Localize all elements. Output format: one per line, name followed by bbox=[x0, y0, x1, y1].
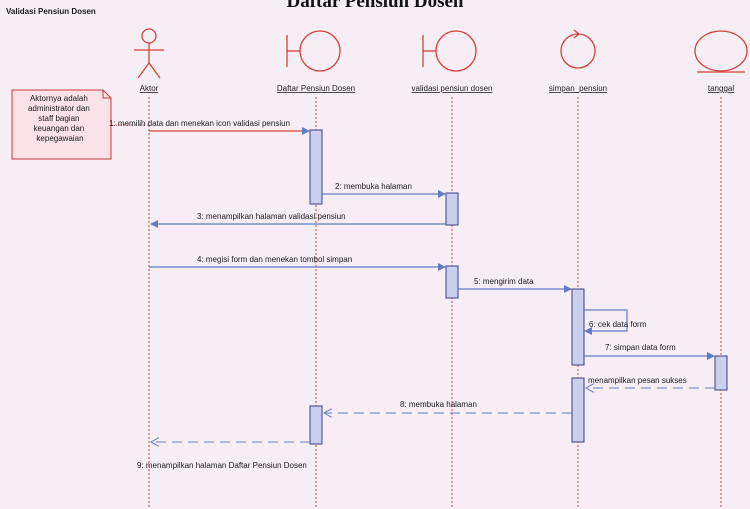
message-5: 5: mengirim data bbox=[458, 277, 572, 293]
message-9: 8: membuka halaman bbox=[324, 400, 572, 413]
activation-bar bbox=[445, 265, 459, 299]
lifeline-label-simpan: simpan_pensiun bbox=[549, 84, 607, 93]
message-label: menampilkan pesan sukses bbox=[588, 376, 687, 385]
message-10: 9: menampilkan halaman Daftar Pensiun Do… bbox=[137, 442, 310, 470]
message-8: menampilkan pesan sukses bbox=[586, 376, 715, 388]
message-label: 4: megisi form dan menekan tombol simpan bbox=[197, 255, 352, 264]
message-4: 4: megisi form dan menekan tombol simpan bbox=[149, 255, 446, 271]
lifeline-label-aktor: Aktor bbox=[140, 84, 159, 93]
message-label: 8: membuka halaman bbox=[400, 400, 477, 409]
boundary-icon bbox=[286, 30, 341, 72]
activation-bar bbox=[309, 405, 323, 445]
message-3: 3: menampilkan halaman validasi pensiun bbox=[150, 212, 446, 228]
actor-icon bbox=[134, 28, 164, 79]
message-6: 6: cek data form bbox=[584, 309, 647, 335]
lifelines bbox=[148, 97, 722, 509]
message-label: 3: menampilkan halaman validasi pensiun bbox=[197, 212, 346, 221]
activation-bar bbox=[571, 288, 585, 366]
message-label: 5: mengirim data bbox=[474, 277, 534, 286]
control-icon bbox=[560, 29, 596, 69]
activation-bar bbox=[571, 377, 585, 443]
message-2: 2: membuka halaman bbox=[322, 182, 446, 198]
activation-bar bbox=[309, 129, 323, 205]
message-label: 7: simpan data form bbox=[605, 343, 676, 352]
lifeline-label-validasi: validasi pensiun dosen bbox=[412, 84, 493, 93]
message-label: 2: membuka halaman bbox=[335, 182, 412, 191]
activations bbox=[309, 129, 728, 445]
message-1: 1: memilih data dan menekan icon validas… bbox=[109, 119, 310, 135]
message-7: 7: simpan data form bbox=[584, 343, 715, 360]
lifeline-label-daftar: Daftar Pensiun Dosen bbox=[277, 84, 355, 93]
activation-bar bbox=[714, 355, 728, 391]
lifeline-label-tanggal: tanggal bbox=[708, 84, 734, 93]
boundary-icon bbox=[422, 30, 477, 72]
frame-title: Validasi Pensiun Dosen bbox=[6, 7, 96, 16]
message-label: 9: menampilkan halaman Daftar Pensiun Do… bbox=[137, 461, 307, 470]
message-label: 1: memilih data dan menekan icon validas… bbox=[109, 119, 290, 128]
message-label: 6: cek data form bbox=[589, 320, 647, 329]
entity-icon bbox=[694, 30, 748, 73]
page-heading: Daftar Pensiun Dosen bbox=[287, 0, 464, 12]
note-text: Aktornya adalah administrator dan staff … bbox=[28, 94, 92, 143]
note: Aktornya adalah administrator dan staff … bbox=[11, 89, 112, 160]
activation-bar bbox=[445, 192, 459, 226]
